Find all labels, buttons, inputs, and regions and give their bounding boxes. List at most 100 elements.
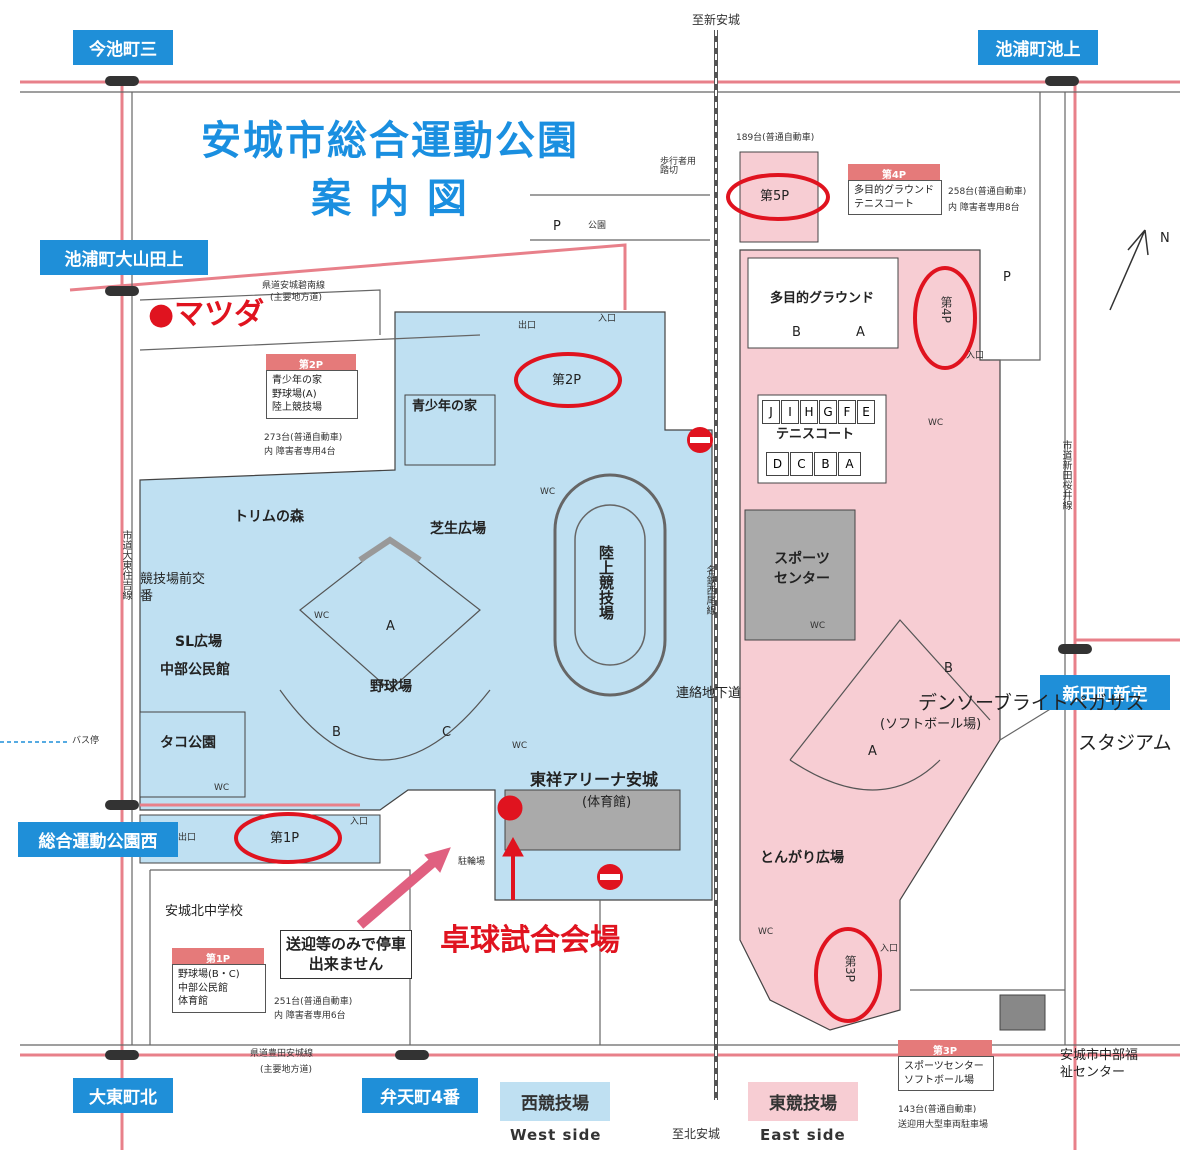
tennis-court-i: I [781, 400, 799, 424]
tennis-court-d: D [766, 452, 789, 476]
p3-line1: スポーツセンター [904, 1061, 984, 1072]
tag-p2: 第2P [552, 373, 582, 388]
direction-north: 至新安城 [692, 13, 741, 27]
trim-forest-label: トリムの森 [234, 509, 304, 525]
highlight-p3 [814, 927, 882, 1023]
road-bottom-name: 県道豊田安城線 [250, 1049, 314, 1059]
p2-header: 第2P [266, 354, 356, 373]
road-center-name: 名鉄西尾線 [704, 565, 715, 615]
park-label: 公園 [588, 221, 607, 231]
tennis-court-e: E [857, 400, 875, 424]
wc-label-5: WC [214, 783, 230, 793]
west-zone [139, 311, 713, 901]
seishonen-label: 青少年の家 [412, 399, 478, 414]
map-title: 安城市総合運動公園 案 内 図 [150, 108, 630, 224]
tennis-court-j: J [762, 400, 780, 424]
title-line2: 案 内 図 [311, 176, 469, 222]
sign-benten: 弁天町4番 [362, 1078, 478, 1113]
road-bottom-sub: (主要地方道) [260, 1065, 313, 1075]
p4-count: 258台(普通自動車) [948, 187, 1027, 197]
tag-p3: 第3P [843, 955, 857, 982]
legend-west: 西競技場 [500, 1082, 610, 1121]
entrance-label-p3: 入口 [880, 944, 899, 954]
p2-line3: 陸上競技場 [272, 402, 322, 413]
baseball-a: A [386, 619, 395, 634]
sign-imaike: 今池町三 [73, 30, 173, 65]
softball-a: A [868, 744, 877, 759]
multi-ground-label: 多目的グラウンド [770, 291, 875, 306]
legend-east: 東競技場 [748, 1082, 858, 1121]
p1-header: 第1P [172, 948, 264, 967]
legend-west-en: West side [510, 1126, 602, 1144]
kobansho-label: 競技場前交番 [140, 572, 206, 604]
road-top-name: 県道安城碧南線 [262, 281, 326, 291]
road-2nd [69, 243, 627, 310]
togari-label: とんがり広場 [760, 850, 844, 866]
direction-south: 至北安城 [672, 1127, 721, 1141]
p3-box: スポーツセンター ソフトボール場 [898, 1056, 994, 1091]
tennis-court-b: B [814, 452, 837, 476]
p2-line2: 野球場(A) [272, 388, 317, 400]
baseball-label: 野球場 [370, 679, 412, 695]
title-line1: 安城市総合運動公園 [201, 118, 579, 164]
venue-label: 卓球試合会場 [440, 923, 620, 958]
wc-label-4: WC [810, 621, 826, 631]
track-label: 陸上競技場 [597, 545, 615, 620]
chubu-kominkan-label: 中部公民館 [160, 662, 230, 678]
arena-sub-label: (体育館) [582, 795, 632, 810]
welfare-center-label: 安城市中部福祉センター [1060, 1048, 1139, 1080]
baseball-c: C [442, 725, 452, 740]
no-stop-text: 送迎等のみで停車出来ません [286, 935, 407, 974]
sign-ikeura-oyamada: 池浦町大山田上 [40, 240, 208, 275]
p1-count-sub: 内 障害者専用6台 [274, 1011, 346, 1021]
venue-dot [497, 795, 523, 821]
sign-shindencho: 新田町新定 [1040, 675, 1170, 710]
p1-line2: 中部公民館 [178, 982, 228, 994]
tennis-court-a: A [838, 452, 861, 476]
wc-label-7: WC [758, 927, 774, 937]
east-p-mark: P [1003, 270, 1011, 285]
parking-small-label: 駐輪場 [458, 857, 486, 867]
legend-east-en: East side [760, 1126, 846, 1144]
underpass-label: 連絡地下道 [676, 686, 742, 701]
p1-line1: 野球場(B・C) [178, 969, 240, 980]
multi-ground-b: B [792, 325, 801, 340]
exit-label-p1: 出口 [178, 833, 197, 843]
p4-count-sub: 内 障害者専用8台 [948, 203, 1020, 213]
tag-p4: 第4P [939, 296, 953, 323]
sign-daito: 大東町北 [73, 1078, 173, 1113]
east-p5-zone [739, 151, 819, 243]
p2-box: 青少年の家 野球場(A) 陸上競技場 [266, 370, 358, 419]
p2-line1: 青少年の家 [272, 375, 322, 386]
entrance-label-p1: 入口 [350, 817, 369, 827]
tako-park-label: タコ公園 [160, 735, 216, 751]
highlight-p2 [514, 352, 622, 408]
sign-sogo-west: 総合運動公園西 [18, 822, 178, 857]
road-top-sub: (主要地方道) [270, 293, 323, 303]
p1-line3: 体育館 [178, 996, 208, 1007]
p4-line2: テニスコート [854, 198, 914, 210]
wc-label-6: WC [512, 741, 528, 751]
p4-line1: 多目的グラウンド [854, 185, 934, 196]
softball-sub-label: (ソフトボール場) [880, 717, 982, 732]
arena-label: 東祥アリーナ安城 [530, 770, 659, 789]
p1-count: 251台(普通自動車) [274, 997, 353, 1007]
p1-box: 野球場(B・C) 中部公民館 体育館 [172, 964, 266, 1013]
no-stop-note: 送迎等のみで停車出来ません [280, 930, 412, 979]
baseball-b: B [332, 725, 341, 740]
sl-square-label: SL広場 [175, 634, 223, 650]
entrance-label-p4: 入口 [966, 351, 985, 361]
p5-count: 189台(普通自動車) [736, 133, 815, 143]
multi-ground-a: A [856, 325, 865, 340]
lawn-square-label: 芝生広場 [430, 521, 486, 537]
tag-p5: 第5P [760, 189, 790, 204]
sign-ikeura-ikegami: 池浦町池上 [978, 30, 1098, 65]
entrance-label-p2: 入口 [598, 314, 617, 324]
p3-count: 143台(普通自動車) [898, 1105, 977, 1115]
tennis-court-f: F [838, 400, 856, 424]
p3-count-sub: 送迎用大型車両駐車場 [898, 1120, 989, 1130]
north-mark: N [1160, 231, 1170, 246]
wc-label-3: WC [314, 611, 330, 621]
highlight-p4 [913, 266, 977, 370]
bus-stop-label: バス停 [72, 736, 100, 746]
